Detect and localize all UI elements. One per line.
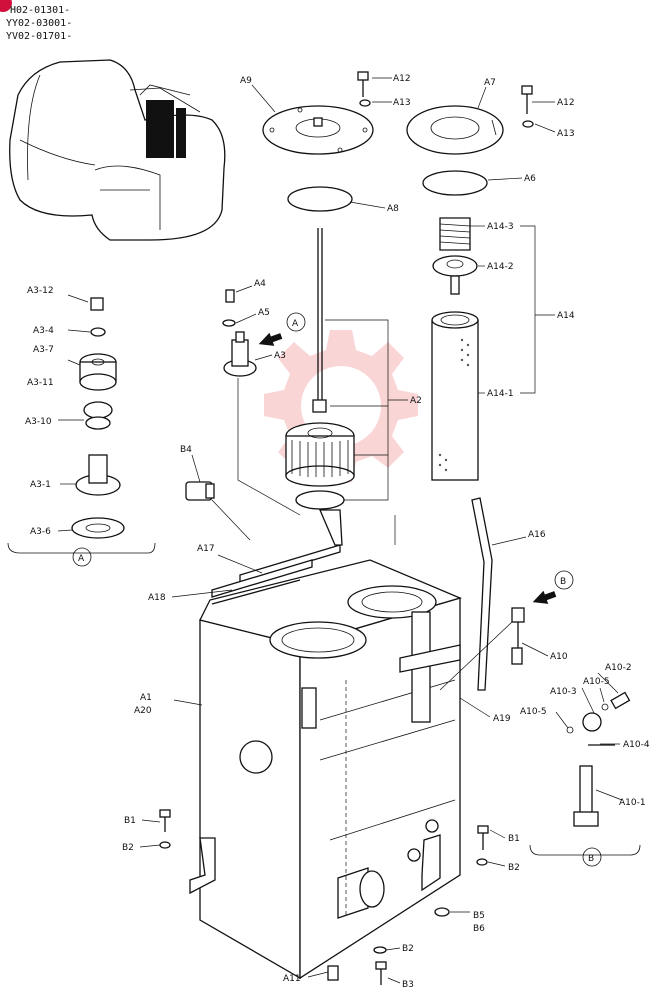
bracket-a19 — [399, 611, 461, 723]
callout-a10-5-top: A10-5 — [583, 677, 610, 687]
callout-a3-7: A3-7 — [33, 345, 54, 355]
callout-b4: B4 — [180, 445, 192, 455]
filter-element-a2 — [285, 228, 355, 510]
callout-a13: A13 — [393, 98, 411, 108]
detail-view-a — [7, 297, 156, 567]
tank-location-highlight — [146, 100, 174, 158]
view-label-a-detail: A — [78, 554, 85, 564]
serial-list: H02-01301- YY02-03001- YV02-01701- — [6, 5, 72, 42]
callout-a20: A20 — [134, 706, 152, 716]
callout-a16: A16 — [528, 530, 546, 540]
filter-assembly-a14 — [431, 217, 479, 481]
callout-a8: A8 — [387, 204, 399, 214]
o-ring-a8 — [287, 186, 353, 212]
callout-a7: A7 — [484, 78, 496, 88]
leader-lines — [57, 77, 623, 984]
callout-a10-5-left: A10-5 — [520, 707, 547, 717]
callout-a14: A14 — [557, 311, 575, 321]
callout-a2: A2 — [410, 396, 422, 406]
callout-b2-bottom: B2 — [402, 944, 414, 954]
callout-a3-12: A3-12 — [27, 286, 54, 296]
callout-a10-3: A10-3 — [550, 687, 577, 697]
callout-a10: A10 — [550, 652, 568, 662]
callout-b5: B5 — [473, 911, 485, 921]
serial-2: YY02-03001- — [6, 18, 72, 29]
level-gauge-a10 — [439, 607, 525, 691]
callout-a13-right: A13 — [557, 129, 575, 139]
callout-a3-6: A3-6 — [30, 527, 51, 537]
callout-b6: B6 — [473, 924, 485, 934]
o-ring-a6 — [422, 170, 488, 196]
view-arrows — [258, 312, 574, 604]
strap-a16 — [471, 497, 493, 691]
callout-b1-left: B1 — [124, 816, 136, 826]
callout-a12: A12 — [393, 74, 411, 84]
view-label-a-arrow: A — [292, 319, 299, 329]
machine-location-view — [9, 59, 226, 241]
callout-a9: A9 — [240, 76, 252, 86]
cover-a7 — [406, 105, 504, 155]
bottom-fasteners — [159, 809, 489, 985]
callout-a11: A11 — [283, 974, 301, 984]
callout-a14-1: A14-1 — [487, 389, 514, 399]
corner-badge — [0, 0, 12, 12]
callout-a3-11: A3-11 — [27, 378, 54, 388]
callout-a10-4: A10-4 — [623, 740, 650, 750]
callout-a14-3: A14-3 — [487, 222, 514, 232]
cover-a9 — [262, 105, 374, 155]
callout-a12-right: A12 — [557, 98, 575, 108]
callout-a6: A6 — [524, 174, 536, 184]
callout-b2-right: B2 — [508, 863, 520, 873]
bolts-top — [357, 71, 534, 128]
callout-a10-1: A10-1 — [619, 798, 646, 808]
callout-a5: A5 — [258, 308, 270, 318]
serial-1: H02-01301- — [10, 5, 70, 16]
plug-b4 — [185, 481, 215, 501]
view-label-b-detail: B — [588, 854, 594, 864]
callout-a3: A3 — [274, 351, 286, 361]
callout-a17: A17 — [197, 544, 215, 554]
serial-3: YV02-01701- — [6, 31, 72, 42]
callout-b1-right: B1 — [508, 834, 520, 844]
detail-view-b — [529, 691, 641, 867]
callout-a10-2: A10-2 — [605, 663, 632, 673]
callout-labels: A9 A12 A13 A7 A12 A13 A8 A6 A14-3 A14-2 … — [25, 74, 650, 990]
callout-a3-1: A3-1 — [30, 480, 51, 490]
rails-a17-a18 — [211, 509, 343, 598]
callout-a19: A19 — [493, 714, 511, 724]
callout-a4: A4 — [254, 279, 266, 289]
callout-b2-left: B2 — [122, 843, 134, 853]
view-label-b-arrow: B — [560, 577, 566, 587]
callout-a18: A18 — [148, 593, 166, 603]
callout-a3-4: A3-4 — [33, 326, 54, 336]
callout-a14-2: A14-2 — [487, 262, 514, 272]
callout-a1: A1 — [140, 693, 152, 703]
callout-a3-10: A3-10 — [25, 417, 52, 427]
callout-b3: B3 — [402, 980, 414, 990]
breather-a3 — [222, 289, 257, 377]
